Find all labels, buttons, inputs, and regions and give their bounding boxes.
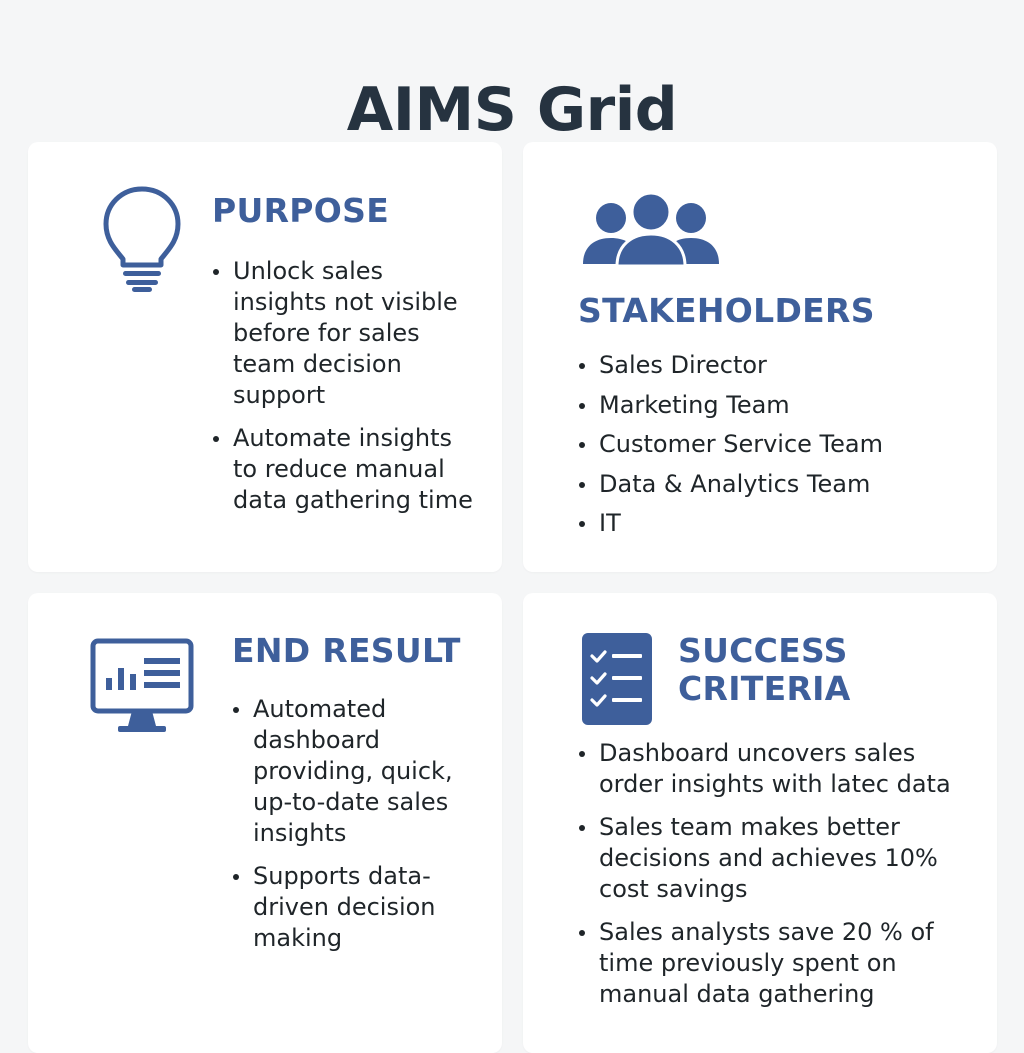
success-criteria-list: Dashboard uncovers sales order insights … (578, 738, 978, 1022)
end-result-list: Automated dashboard providing, quick, up… (232, 694, 478, 966)
list-item: Automated dashboard providing, quick, up… (232, 694, 478, 849)
list-item: Customer Service Team (578, 429, 978, 460)
purpose-list: Unlock sales insights not visible before… (212, 256, 480, 528)
purpose-heading: PURPOSE (212, 191, 390, 230)
list-item: Dashboard uncovers sales order insights … (578, 738, 978, 800)
end-result-heading: END RESULT (232, 631, 461, 670)
success-criteria-card: SUCCESS CRITERIA Dashboard uncovers sale… (523, 593, 997, 1053)
page-title: AIMS Grid (346, 75, 678, 146)
list-item: Unlock sales insights not visible before… (212, 256, 480, 411)
success-criteria-heading: SUCCESS CRITERIA (678, 631, 851, 708)
list-item: IT (578, 508, 978, 539)
checklist-icon (582, 633, 652, 725)
list-item: Sales Director (578, 350, 978, 381)
list-item: Automate insights to reduce manual data … (212, 423, 480, 516)
people-group-icon (581, 192, 721, 267)
list-item: Sales team makes better decisions and ac… (578, 812, 978, 905)
list-item: Supports data-driven decision making (232, 861, 478, 954)
monitor-dashboard-icon (90, 638, 194, 734)
lightbulb-icon (102, 185, 182, 293)
stakeholders-card: STAKEHOLDERS Sales Director Marketing Te… (523, 142, 997, 572)
stakeholders-list: Sales Director Marketing Team Customer S… (578, 350, 978, 548)
end-result-card: END RESULT Automated dashboard providing… (28, 593, 502, 1053)
stakeholders-heading: STAKEHOLDERS (578, 291, 875, 330)
list-item: Marketing Team (578, 390, 978, 421)
list-item: Data & Analytics Team (578, 469, 978, 500)
purpose-card: PURPOSE Unlock sales insights not visibl… (28, 142, 502, 572)
list-item: Sales analysts save 20 % of time previou… (578, 917, 978, 1010)
